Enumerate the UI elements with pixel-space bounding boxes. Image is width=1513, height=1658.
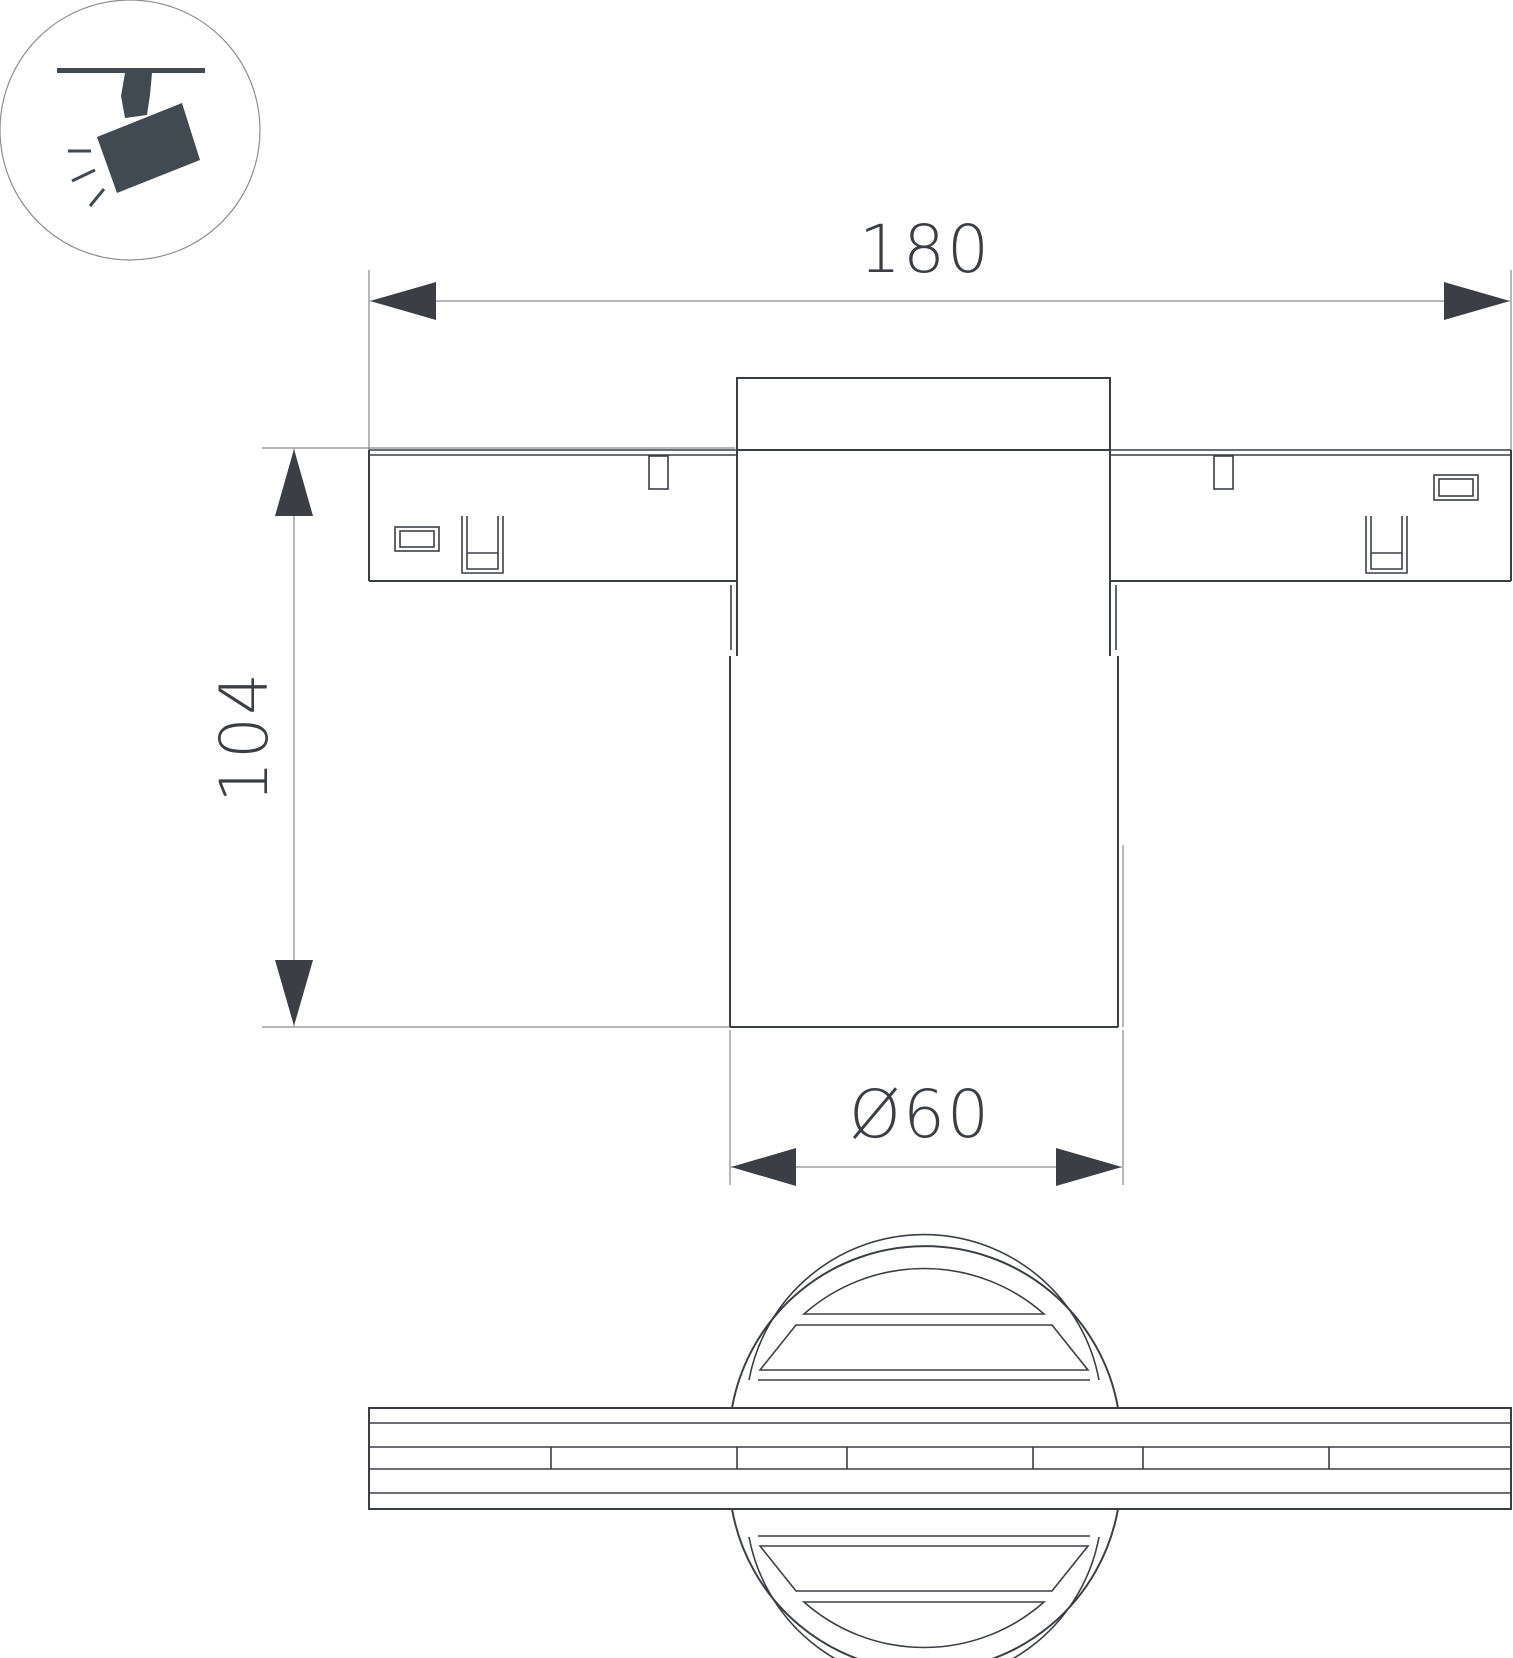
width-label: 180	[859, 211, 991, 288]
height-arrow-bottom	[275, 960, 313, 1026]
height-dimension: 104	[206, 447, 735, 1028]
diameter-arrow-left	[731, 1148, 796, 1186]
side-view	[368, 377, 1512, 1028]
width-arrow-left	[370, 282, 436, 320]
diameter-label: Ø60	[849, 1076, 991, 1153]
diameter-dimension: Ø60	[729, 1030, 1124, 1186]
height-arrow-top	[275, 449, 313, 516]
height-label: 104	[206, 671, 283, 803]
width-arrow-right	[1444, 282, 1510, 320]
track-rail	[368, 1407, 1512, 1510]
diameter-arrow-right	[1056, 1148, 1122, 1186]
right-adapter	[1110, 449, 1512, 582]
plan-view	[368, 1233, 1512, 1658]
left-adapter	[368, 449, 737, 582]
track-spotlight-icon	[0, 0, 261, 261]
cylinder-body	[729, 450, 1124, 1028]
width-dimension: 180	[368, 211, 1512, 450]
